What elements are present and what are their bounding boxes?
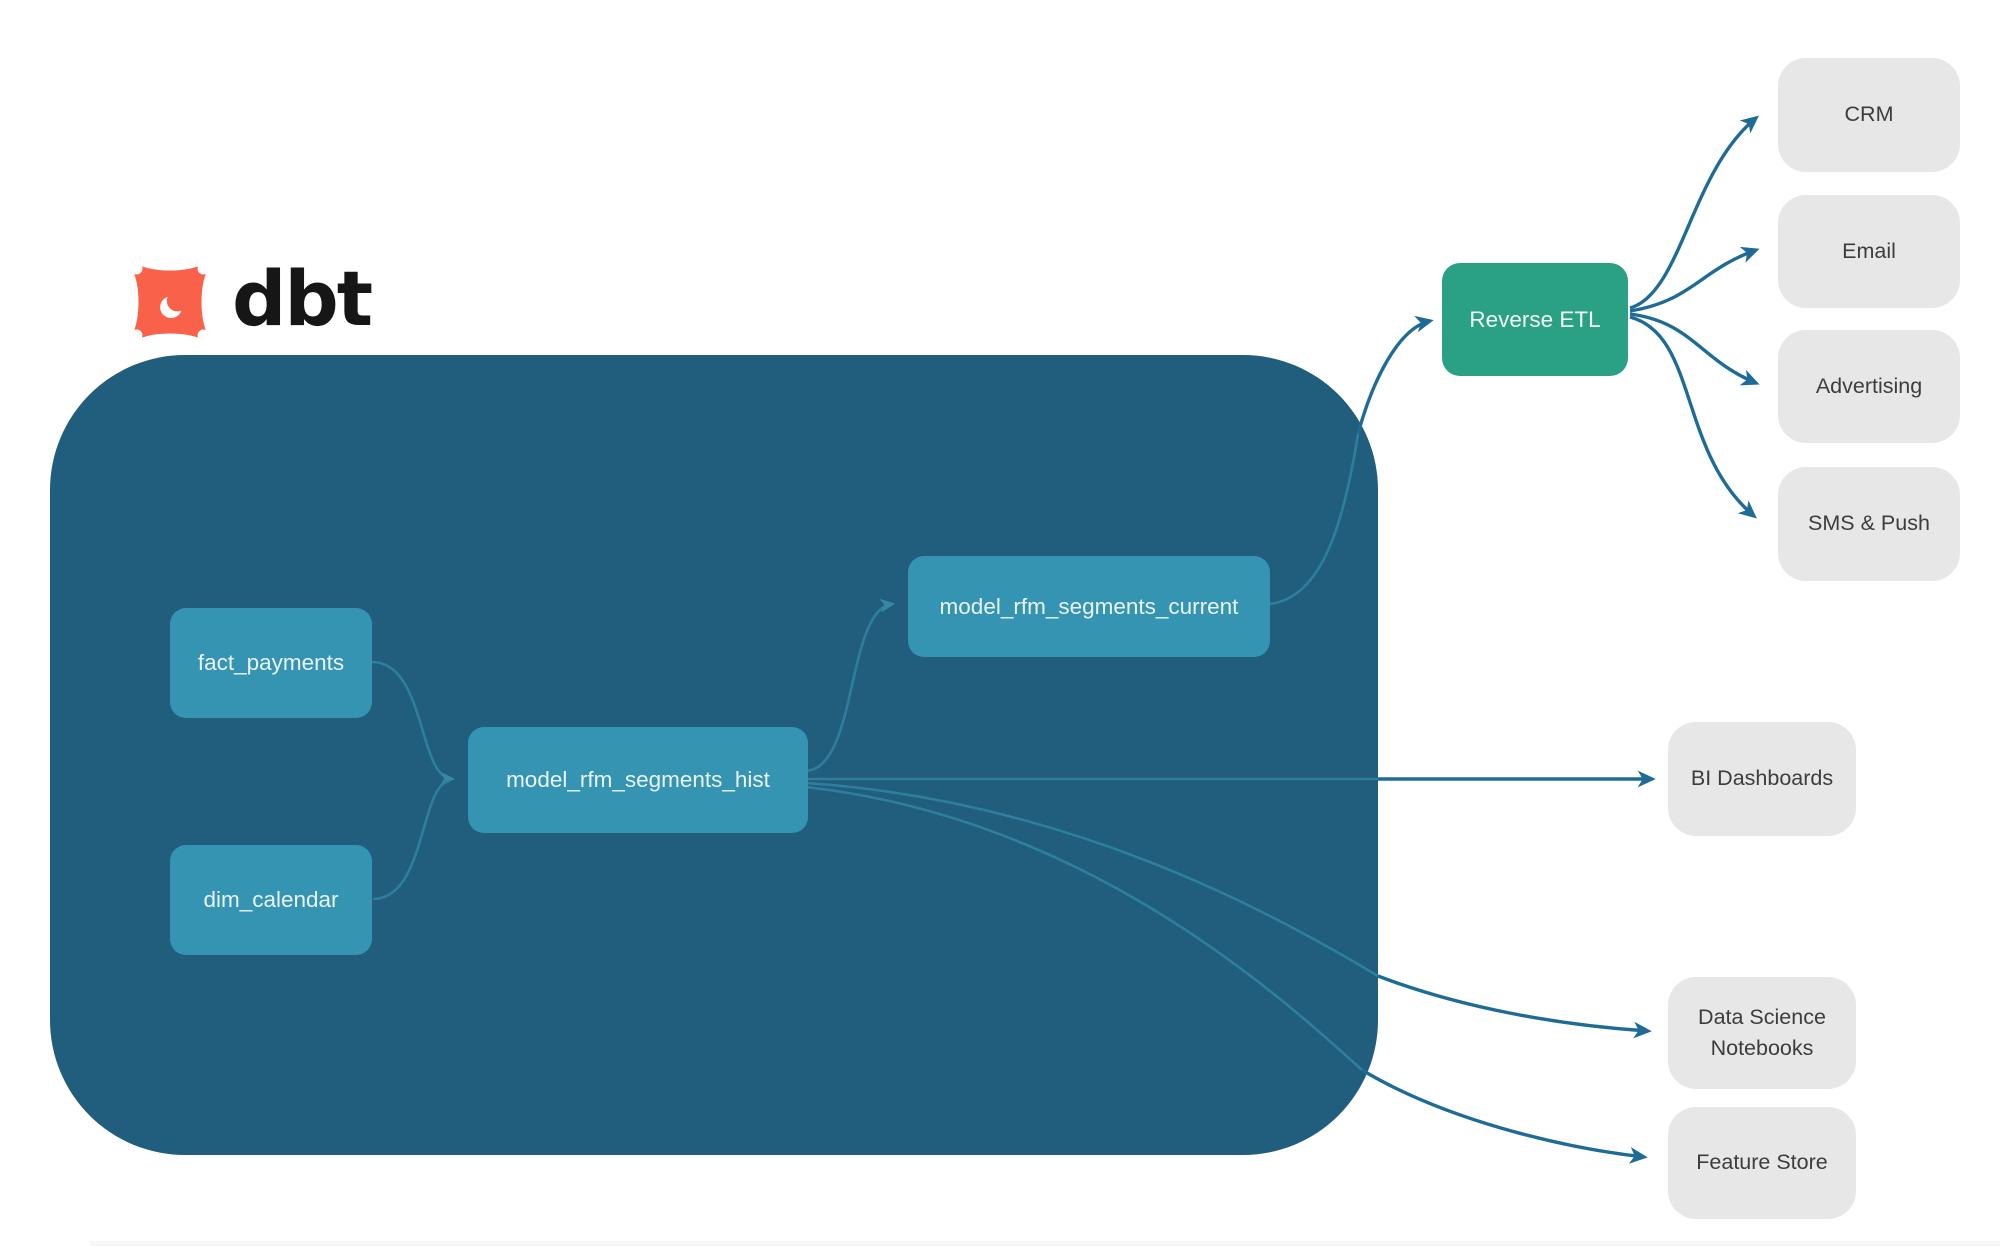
edge-etl-to-email [1629,246,1760,313]
node-label: Advertising [1815,373,1923,398]
node-label: SMS & Push [1808,511,1930,536]
dbt-star-icon [131,263,209,341]
edge-hist-to-current [805,598,896,773]
node-label: BI Dashboards [1690,766,1834,791]
edge-hist-to-fs [1361,1068,1648,1164]
edge-dim-calendar-to-hist [372,779,451,901]
edge-etl-to-advertising [1629,312,1760,386]
node-reverse-etl: Reverse ETL [1442,263,1628,376]
edge-etl-to-crm [1629,115,1759,310]
bottom-edge-divider [90,1241,2000,1246]
node-label: Email [1842,238,1896,263]
node-label: model_rfm_segments_hist [506,767,770,792]
node-label: Reverse ETL [1469,306,1601,332]
node-data-science-notebooks: Data Science Notebooks [1668,977,1856,1089]
edge-current-to-etl-inside [1267,433,1360,606]
edge-hist-to-ds [1377,974,1652,1039]
node-model-rfm-segments-current: model_rfm_segments_current [908,556,1270,657]
node-label: model_rfm_segments_current [939,593,1239,619]
node-email: Email [1778,195,1960,308]
node-crm: CRM [1778,58,1960,172]
node-label: Data Science Notebooks [1698,1004,1826,1060]
node-sms-push: SMS & Push [1778,467,1960,581]
node-dim-calendar: dim_calendar [170,845,372,955]
node-label: Feature Store [1696,1150,1828,1175]
edge-current-to-etl [1356,315,1434,435]
node-label: dim_calendar [203,887,339,912]
dbt-wordmark: dbt [232,254,373,343]
node-bi-dashboards: BI Dashboards [1668,722,1856,836]
edge-fact-payments-to-hist [371,660,456,786]
edge-hist-to-fs-inside [805,785,1363,1071]
node-label: fact_payments [197,650,345,675]
node-fact-payments: fact_payments [170,608,372,718]
dbt-logo: dbt [118,250,373,354]
node-feature-store: Feature Store [1668,1107,1856,1219]
node-advertising: Advertising [1778,330,1960,443]
node-label: CRM [1844,102,1894,127]
node-model-rfm-segments-hist: model_rfm_segments_hist [468,727,808,833]
edge-hist-to-ds-inside [805,781,1379,978]
edge-etl-to-sms-push [1629,315,1757,519]
